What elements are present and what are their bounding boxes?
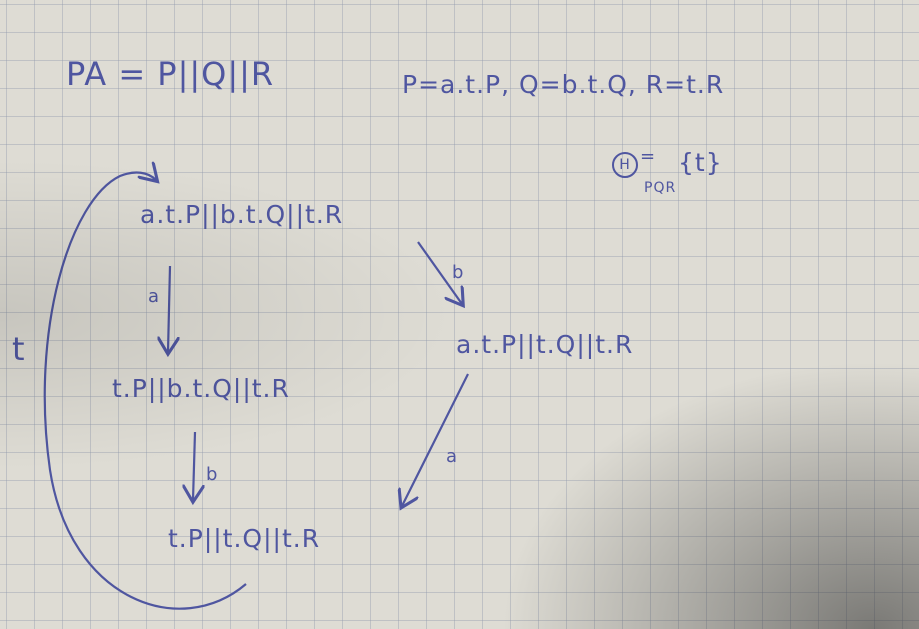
- arrow-s1-s3: [193, 431, 195, 500]
- state-s1: t.P||b.t.Q||t.R: [112, 374, 290, 403]
- state-s3: t.P||t.Q||t.R: [168, 524, 321, 553]
- state-s2: a.t.P||t.Q||t.R: [456, 330, 634, 359]
- state-s0: a.t.P||b.t.Q||t.R: [140, 200, 344, 229]
- label-s0-s2: b: [452, 262, 465, 283]
- label-s3-s0: t: [12, 330, 26, 368]
- label-s1-s3: b: [206, 464, 219, 485]
- label-s0-s1: a: [148, 286, 161, 307]
- arrow-s2-s3: [402, 373, 469, 506]
- arrow-s0-s1: [168, 265, 170, 352]
- label-s2-s3: a: [446, 446, 459, 467]
